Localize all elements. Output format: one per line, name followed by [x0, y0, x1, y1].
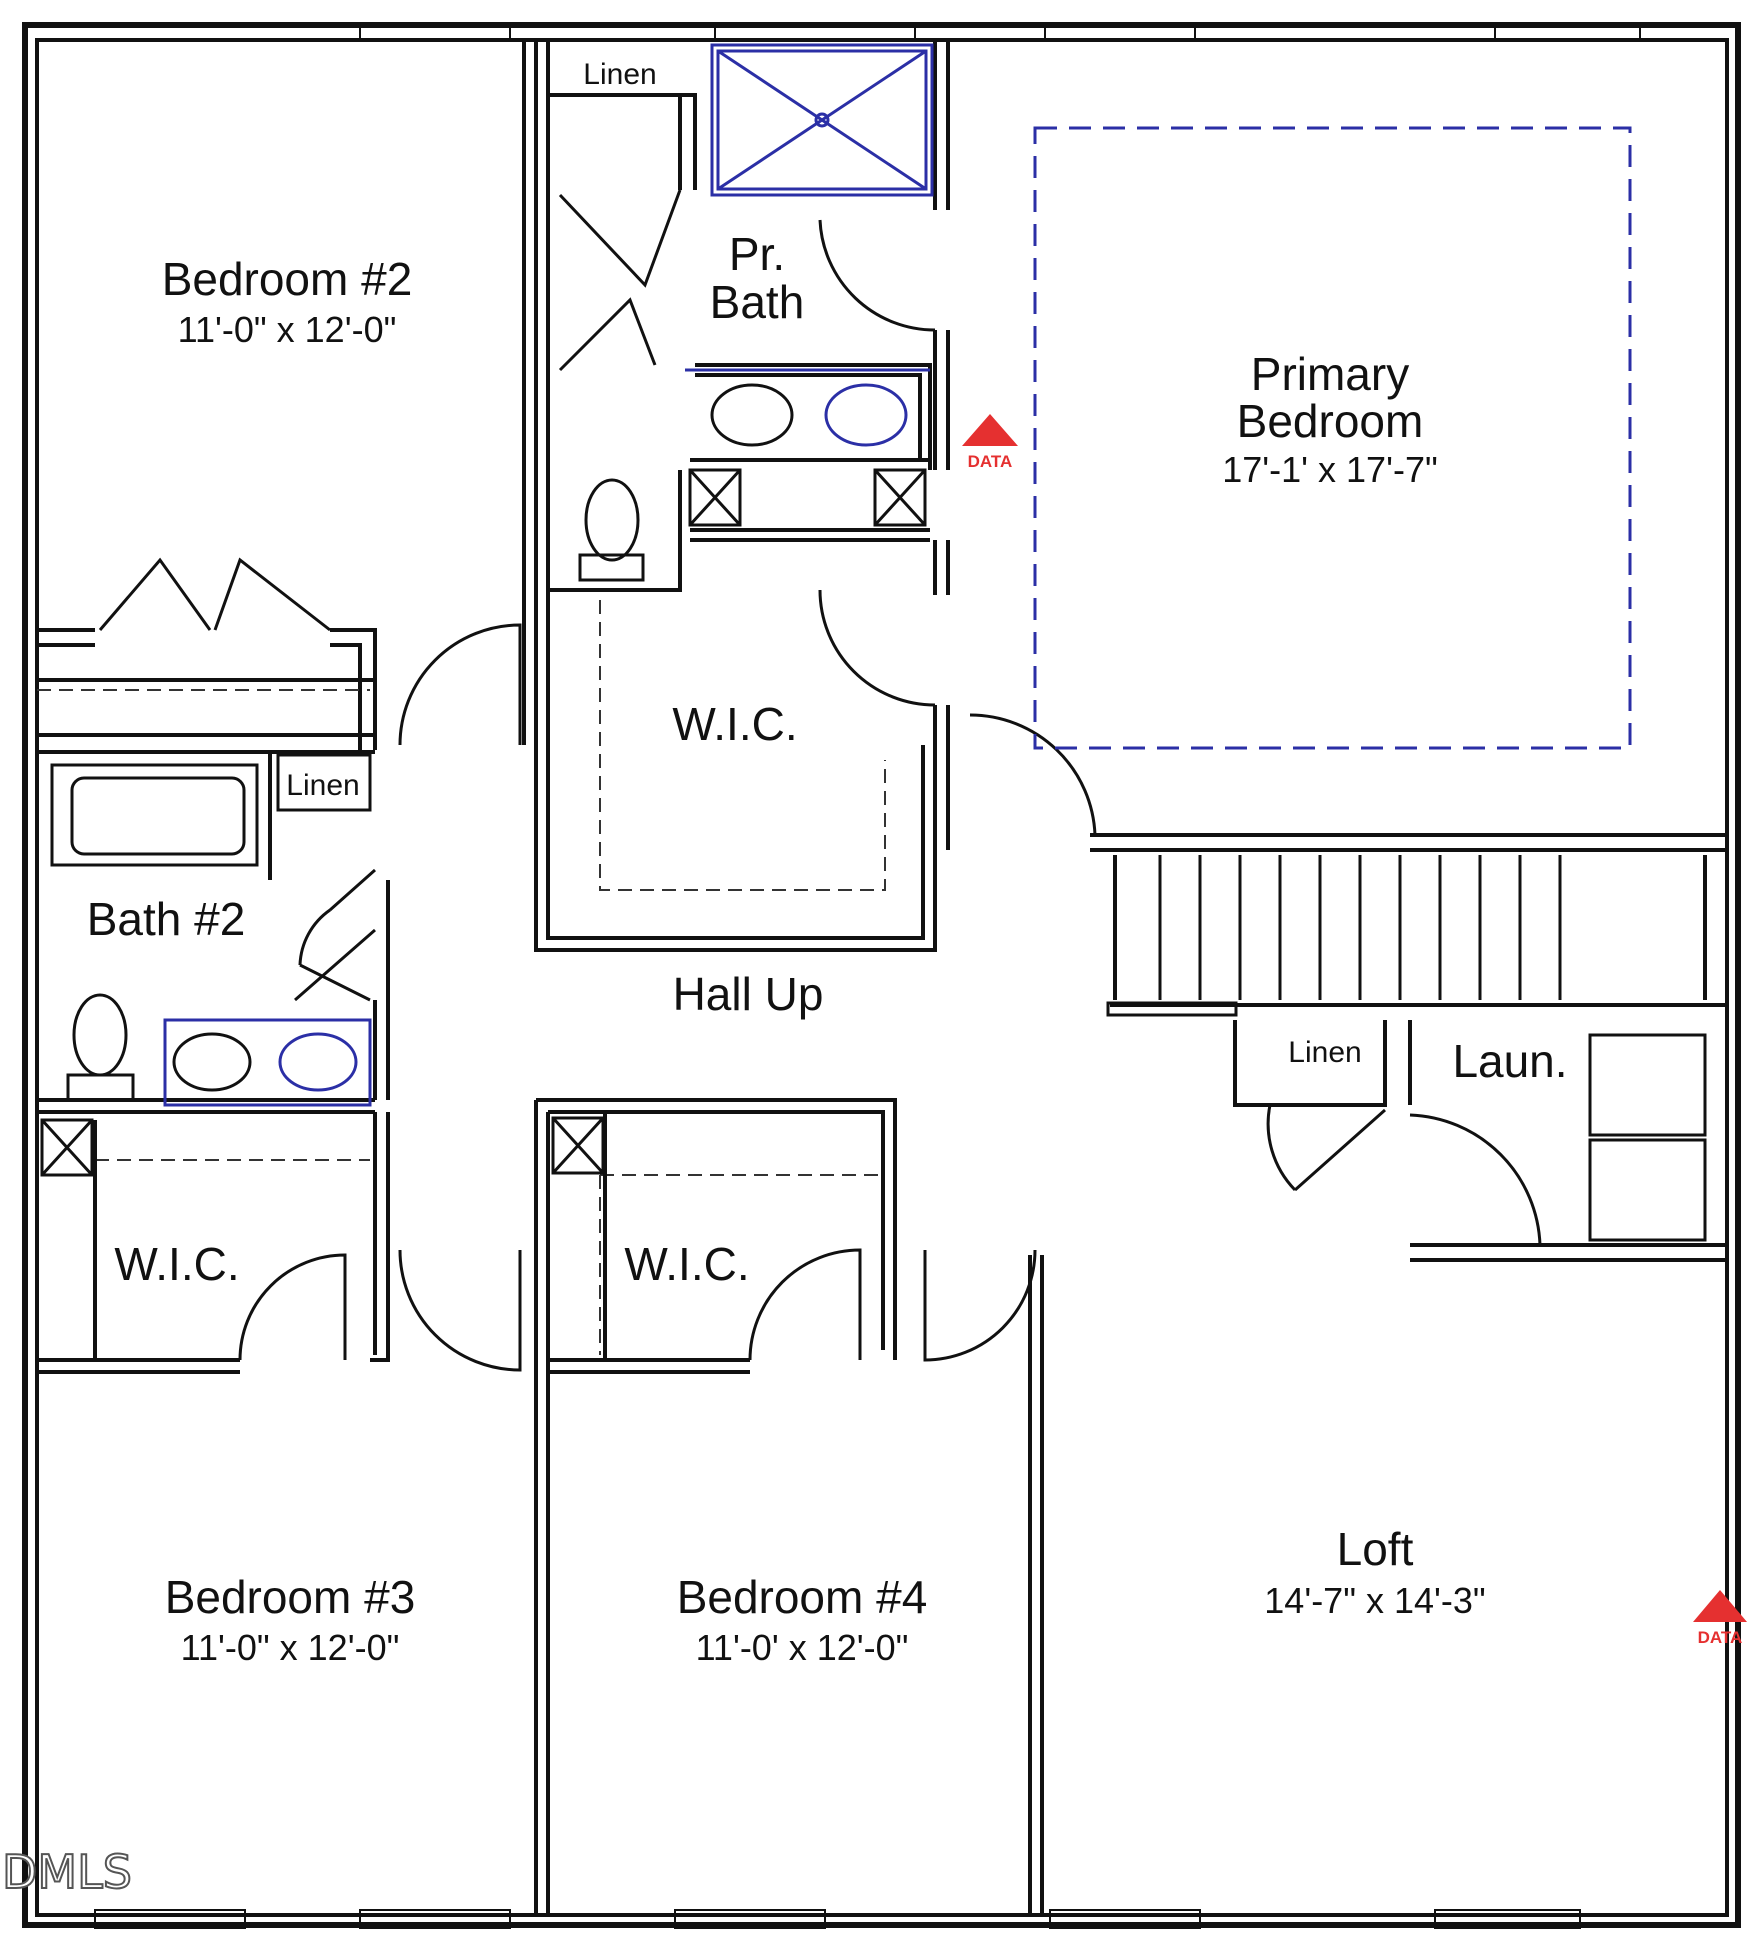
- loft-dim: 14'-7" x 14'-3": [1264, 1580, 1485, 1621]
- bedroom3-name: Bedroom #3: [165, 1571, 416, 1623]
- linen-laun-label: Linen: [1288, 1036, 1361, 1069]
- hall-label: Hall Up: [673, 968, 824, 1020]
- wic-mid-label: W.I.C.: [624, 1238, 749, 1290]
- pr-bath-line1: Pr.: [729, 228, 785, 280]
- room-labels: Bedroom #2 11'-0" x 12'-0" Linen Pr. Bat…: [87, 58, 1568, 1668]
- stairs: [1106, 855, 1562, 1017]
- fixtures: [40, 43, 1707, 1242]
- svg-text:DATA: DATA: [1698, 1628, 1743, 1647]
- linen-top-label: Linen: [583, 58, 656, 91]
- primary-dim: 17'-1' x 17'-7": [1222, 449, 1438, 490]
- data-marker-2: DATA: [1693, 1590, 1747, 1647]
- bedroom2-dim: 11'-0" x 12'-0": [178, 309, 397, 350]
- bedroom4-name: Bedroom #4: [677, 1571, 928, 1623]
- bedroom3-dim: 11'-0" x 12'-0": [181, 1627, 400, 1668]
- bedroom2-name: Bedroom #2: [162, 253, 413, 305]
- primary-line2: Bedroom: [1237, 395, 1424, 447]
- data-marker-1: DATA: [962, 414, 1018, 471]
- tray-ceiling: [1033, 126, 1632, 750]
- dmls-watermark: DMLS: [2, 1845, 132, 1899]
- exterior-walls: [22, 22, 1741, 1928]
- wic-primary-label: W.I.C.: [672, 698, 797, 750]
- doors: [98, 189, 1542, 1372]
- loft-name: Loft: [1337, 1523, 1414, 1575]
- svg-text:DATA: DATA: [968, 452, 1013, 471]
- interior-walls: [37, 40, 1727, 1915]
- bedroom4-dim: 11'-0' x 12'-0": [696, 1627, 909, 1668]
- wic-left-label: W.I.C.: [114, 1238, 239, 1290]
- primary-line1: Primary: [1251, 348, 1409, 400]
- pr-bath-line2: Bath: [710, 276, 805, 328]
- linen-bath2-label: Linen: [286, 769, 359, 802]
- bath2-label: Bath #2: [87, 893, 246, 945]
- laundry-label: Laun.: [1452, 1035, 1567, 1087]
